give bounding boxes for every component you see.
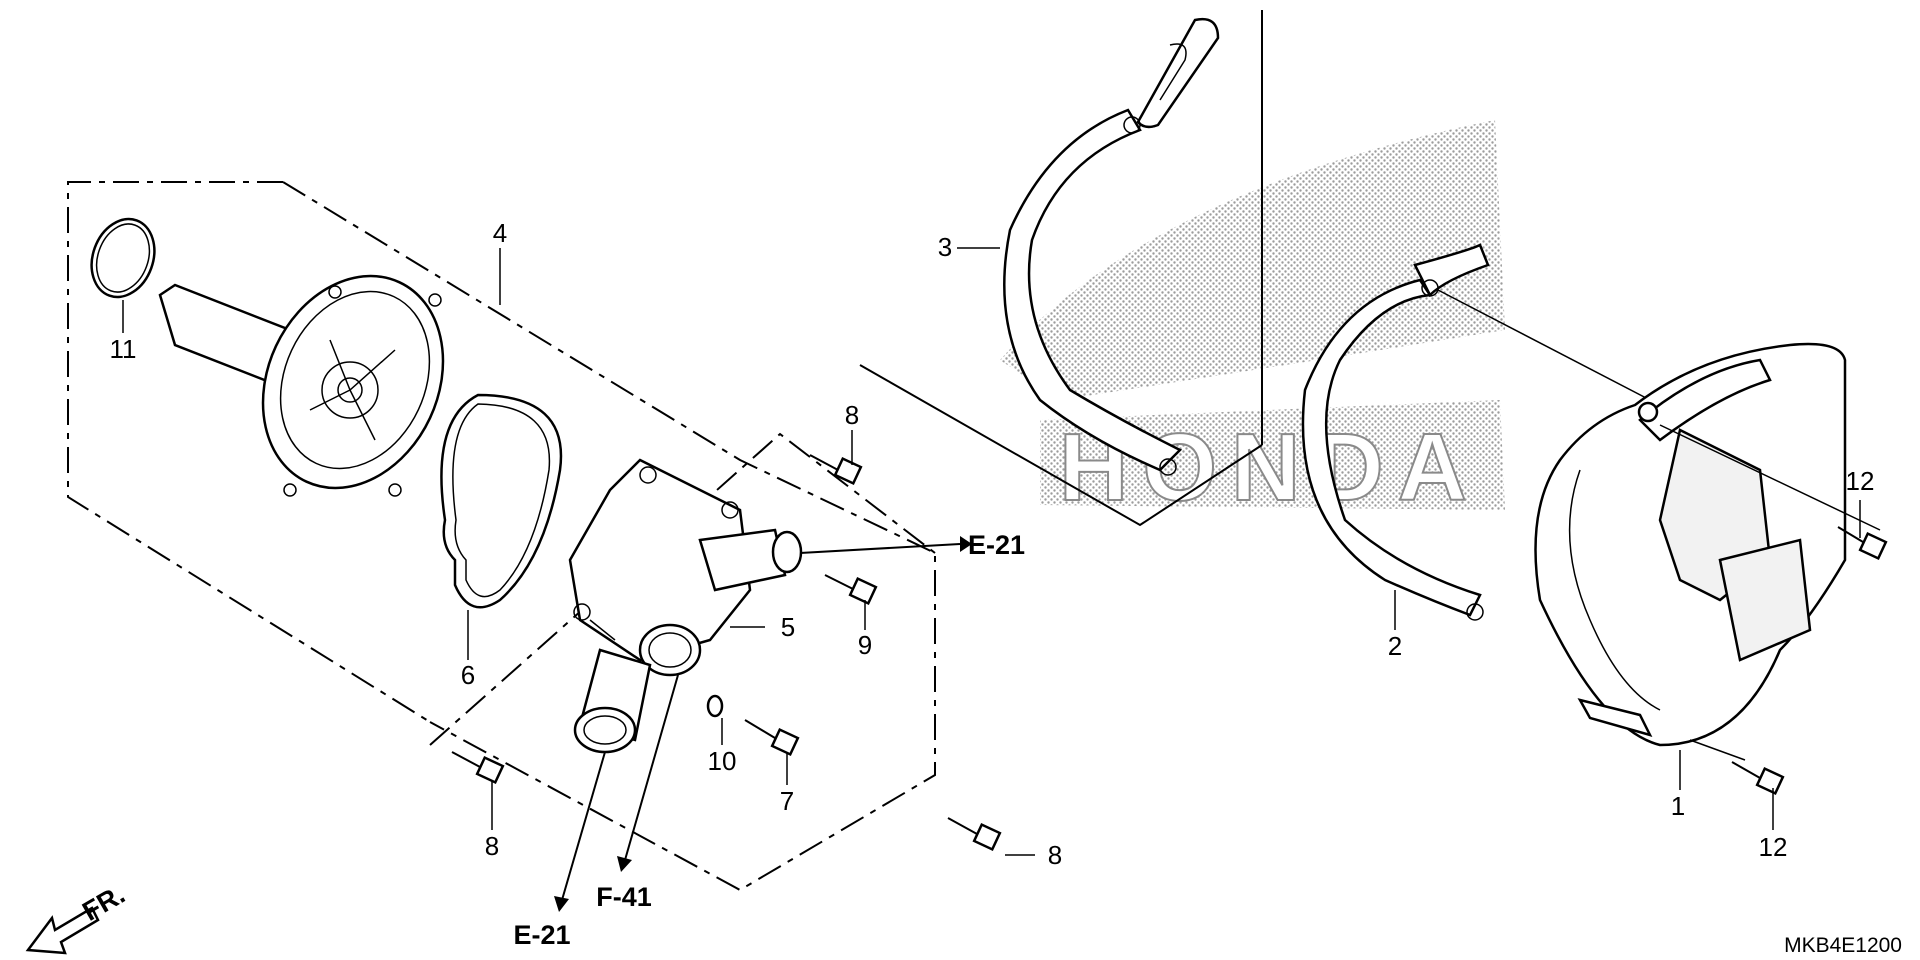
callout-1: 1: [1671, 791, 1685, 821]
section-references: E-21 F-41 E-21: [513, 530, 1025, 950]
callout-2: 2: [1388, 631, 1402, 661]
callout-5: 5: [781, 612, 795, 642]
part-6-gasket: [440, 393, 563, 609]
bolt-8-top: [809, 454, 863, 486]
callout-8-left: 8: [485, 831, 499, 861]
bolt-7: [744, 719, 800, 757]
callout-11: 11: [110, 334, 137, 364]
part-4-pump: [158, 274, 445, 497]
bolt-8-bottom: [947, 817, 1002, 852]
bolt-12-lower: [1731, 761, 1785, 796]
part-5-housing: [568, 458, 803, 754]
callout-7: 7: [780, 786, 794, 816]
callout-3: 3: [938, 232, 952, 262]
reference-e21-bottom: E-21: [513, 920, 570, 950]
bolt-9: [824, 574, 878, 606]
honda-watermark: HONDA: [1000, 120, 1505, 522]
callouts: 1 2 3 4 5 6 7 8 8 8 9 10 11 12 12: [110, 218, 1875, 870]
callout-12-lower: 12: [1759, 832, 1788, 862]
front-arrow: FR.: [25, 879, 130, 955]
leader-lines: [122, 247, 1881, 856]
callout-8-top: 8: [845, 400, 859, 430]
callout-8-bottom: 8: [1048, 840, 1062, 870]
diagram-code: MKB4E1200: [1784, 934, 1902, 957]
engine-outline: [859, 10, 1263, 527]
callout-6: 6: [461, 660, 475, 690]
reference-arrows: [554, 536, 972, 912]
part-1-cover: [1534, 342, 1847, 747]
bolt-8-left: [451, 751, 505, 785]
callout-4: 4: [493, 218, 507, 248]
part-3-guide: [1003, 17, 1220, 476]
part-11-o-ring: [90, 217, 156, 299]
callout-10: 10: [708, 746, 737, 776]
reference-f41: F-41: [596, 882, 652, 912]
assembly-boundary: [67, 181, 936, 892]
part-2-gasket: [1301, 243, 1651, 621]
callout-9: 9: [858, 630, 872, 660]
reference-e21-right: E-21: [968, 530, 1025, 560]
washer-10: [706, 694, 724, 718]
bolt-12-upper: [1837, 526, 1888, 561]
callout-12-upper: 12: [1846, 466, 1875, 496]
